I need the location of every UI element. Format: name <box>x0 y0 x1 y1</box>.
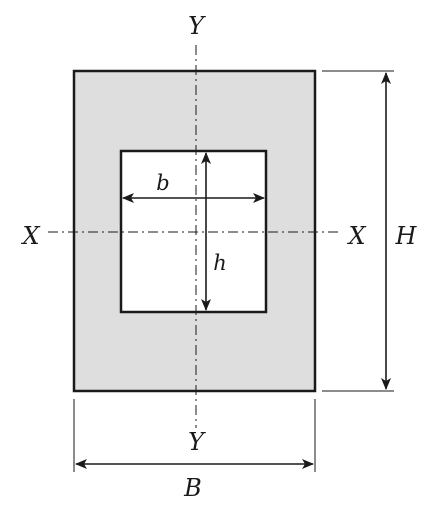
x-axis-label-right: X <box>346 222 366 250</box>
y-axis-label-top: Y <box>188 12 206 40</box>
inner-height-label: h <box>213 251 227 275</box>
y-axis-label-bottom: Y <box>188 428 206 456</box>
x-axis-label-left: X <box>20 222 40 250</box>
outer-height-label: H <box>395 222 418 250</box>
inner-width-label: b <box>156 171 169 195</box>
outer-width-label: B <box>183 474 202 502</box>
